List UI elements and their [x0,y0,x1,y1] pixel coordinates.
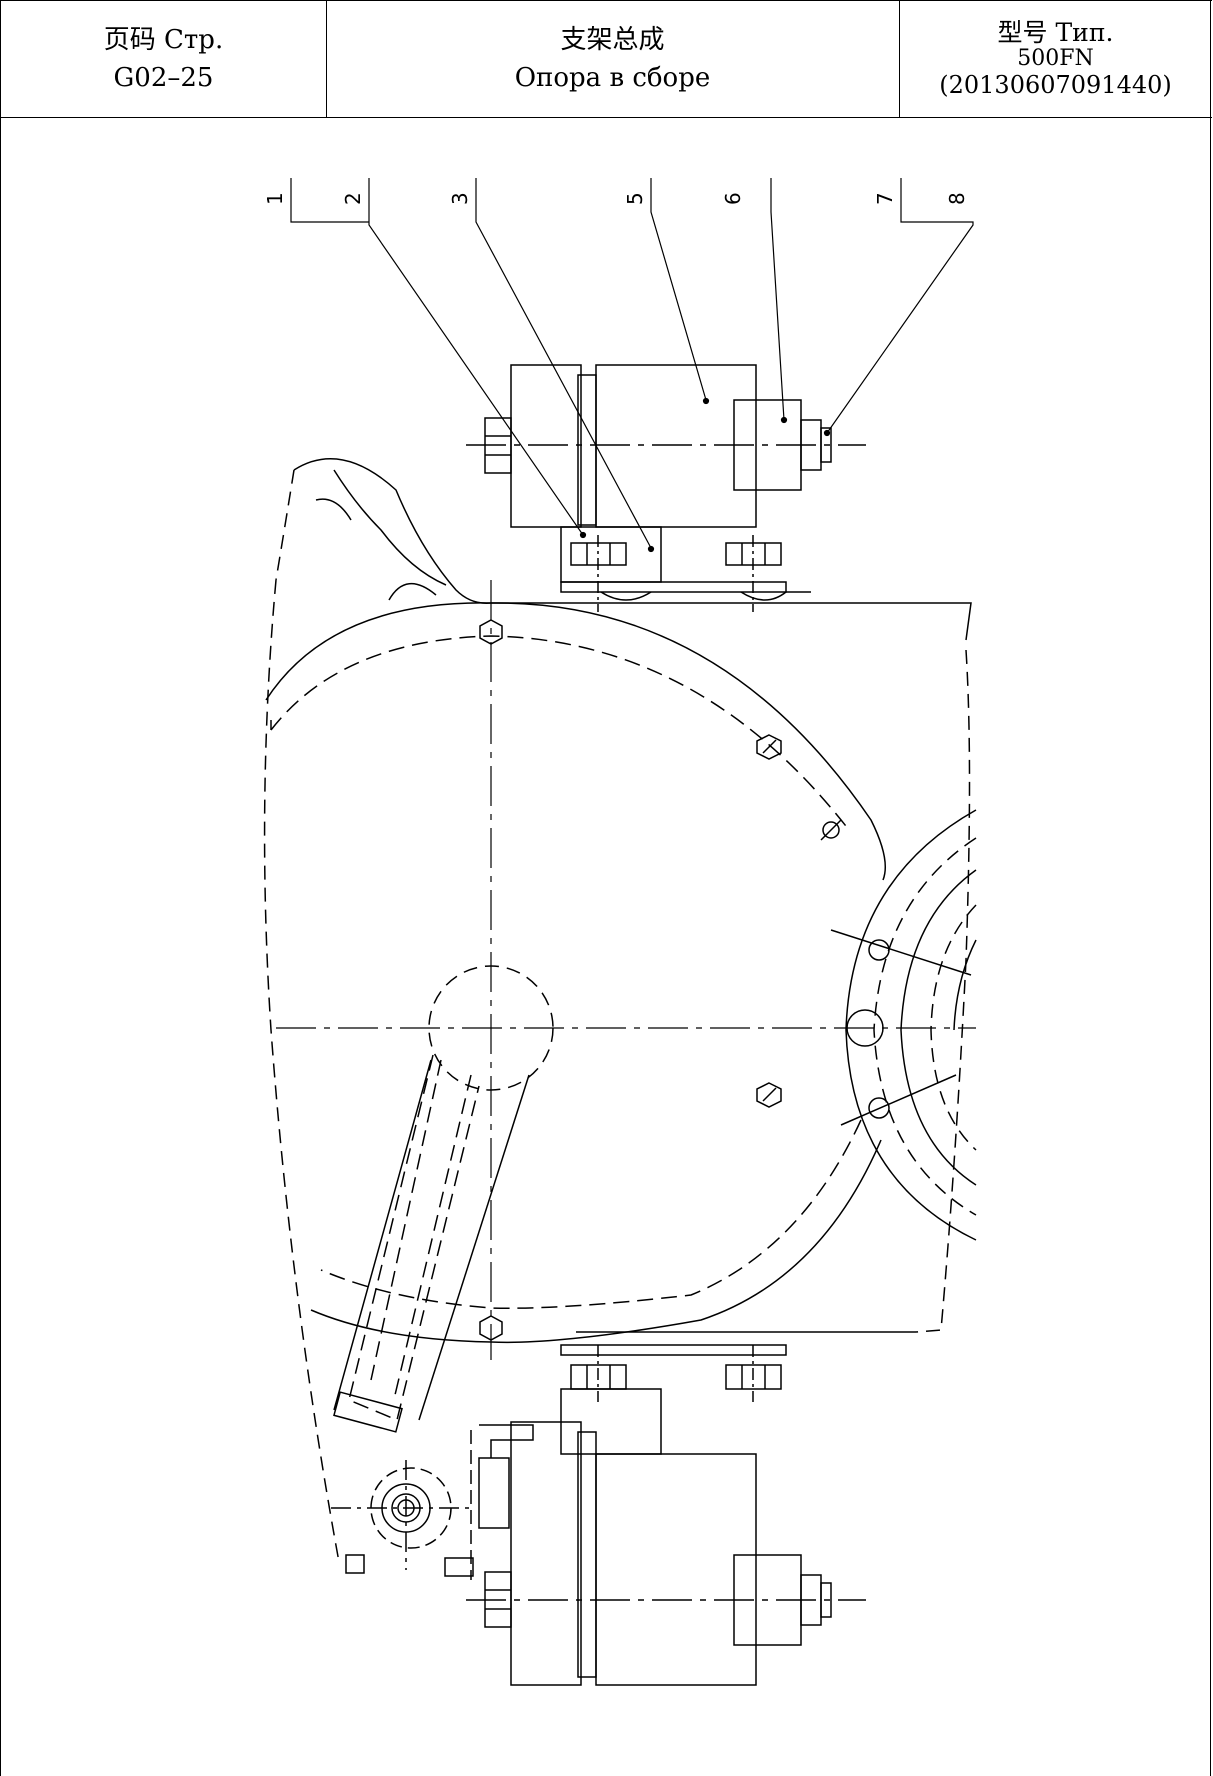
model-cell: 型号 Тип. 500FN (20130607091440) [899,1,1212,117]
assembly-title-ru: Опора в сборе [514,63,711,93]
flange-bolts [479,619,842,1341]
page-number-cell: 页码 Стр. G02–25 [1,1,327,117]
bottom-left-fitting [331,1424,534,1580]
model-value: 500FN [1017,46,1094,71]
callout-numbers: 1 2 3 5 6 7 8 [263,192,969,205]
callout-7: 7 [873,192,897,205]
flange-ring [265,602,886,1344]
callout-6: 6 [721,192,745,205]
callout-5: 5 [623,192,647,205]
centerlines [276,580,976,1360]
assembly-title-cell: 支架总成 Опора в сборе [326,1,900,117]
top-actuator [466,364,866,612]
callout-1: 1 [263,192,287,205]
model-label: 型号 Тип. [997,18,1114,47]
technical-drawing: 1 2 3 5 6 7 8 [263,178,977,1686]
page-value: G02–25 [113,63,214,93]
callout-2: 2 [341,192,365,205]
center-stem [333,965,554,1433]
assembly-title-zh: 支架总成 [560,25,665,55]
bottom-actuator [466,1344,866,1686]
right-flange [830,809,977,1241]
page-label: 页码 Стр. [103,25,224,55]
callout-3: 3 [448,192,472,205]
model-code: (20130607091440) [939,71,1172,99]
title-block: 页码 Стр. G02–25 支架总成 Опора в сборе 型号 Тип… [1,0,1212,118]
callout-8: 8 [945,192,969,205]
